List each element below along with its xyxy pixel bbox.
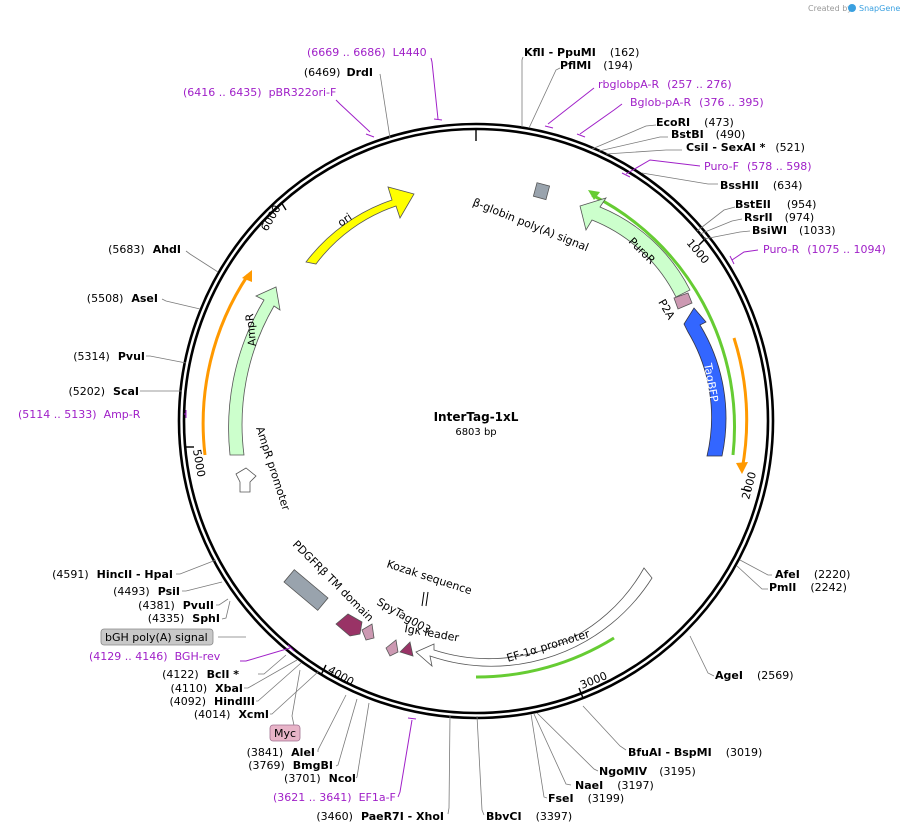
site-paer7i: (3460)PaeR7I - XhoI [316,810,444,823]
site-ngomiv: NgoMIV(3195) [599,765,696,778]
primer-l4440: (6669 .. 6686)L4440 [307,46,427,59]
left-site-leaders [140,73,451,815]
beta-globin-polya-label: β-globin poly(A) signal [471,196,591,254]
snapgene-logo-icon [848,4,856,12]
primer-puro-f: Puro-F(578 .. 598) [704,160,812,173]
ampr-label: AmpR [243,313,259,347]
site-ecori: EcoRI(473) [656,116,734,129]
ori-arrow [305,186,415,265]
site-hindiii: (4092)HindIII [169,695,255,708]
site-afei: AfeI(2220) [775,568,850,581]
site-naei: NaeI(3197) [575,779,654,792]
site-bfuai: BfuAI - BspMI(3019) [628,746,762,759]
site-bsiwi: BsiWI(1033) [752,224,836,237]
site-hincii: (4591)HincII - HpaI [52,568,173,581]
primer-pbr322ori-f: (6416 .. 6435)pBR322ori-F [183,86,336,99]
ef1a-promoter-label: EF-1α promoter [505,627,592,665]
site-bbvci: BbvCI(3397) [486,810,572,823]
spytag003-feature [361,623,375,641]
myc-label: Myc [274,727,296,740]
primer-puro-r: Puro-R(1075 .. 1094) [763,243,886,256]
site-drdi: (6469)DrdI [304,66,373,79]
beta-globin-polya-feature [532,182,551,201]
p2a-label: P2A [655,297,677,322]
puror-arrow [579,197,691,298]
ampr-arrow [228,286,281,456]
site-xbai: (4110)XbaI [171,682,243,695]
site-ahdi: (5683)AhdI [108,243,181,256]
site-agei: AgeI(2569) [715,669,794,682]
bgh-polya-box [100,628,214,646]
spytag-small-feature [385,639,399,657]
site-pflmi: PflMI(194) [560,59,633,72]
bgh-polya-label: bGH poly(A) signal [105,631,208,644]
site-alei: (3841)AleI [247,746,315,759]
tagbfp-arrow [683,307,727,457]
kozak-mark [421,591,425,607]
site-pvui: (5314)PvuI [73,350,145,363]
right-site-labels: KflI - PpuMI(162) PflMI(194) EcoRI(473) … [486,46,850,823]
left-site-labels: (6469)DrdI (5683)AhdI (5508)AseI (5314)P… [52,66,444,823]
site-bsshii: BssHII(634) [720,179,802,192]
tick-label-6000: 6000 [258,203,283,234]
site-bcli: (4122)BclI * [162,668,239,681]
ampr-promoter-arrow [235,467,257,493]
site-psii: (4493)PsiI [113,585,180,598]
primer-labels: (6669 .. 6686)L4440 (6416 .. 6435)pBR322… [18,46,886,804]
pdgfrb-arrow-head [335,613,363,637]
site-pvuii: (4381)PvuII [138,599,214,612]
credit-text: Created by [808,4,852,13]
site-sphi: (4335)SphI [148,612,220,625]
site-scai: (5202)ScaI [68,385,139,398]
site-bstbi: BstBI(490) [671,128,745,141]
pdgfrb-tm-feature [283,569,329,611]
site-csii: CsiI - SexAI *(521) [686,141,805,154]
backbone-outer [177,122,775,720]
site-pmli: PmlI(2242) [769,581,847,594]
myc-box [269,724,301,742]
primer-arcs [201,190,749,679]
igk-leader-feature [399,641,414,657]
tick-label-2000: 2000 [739,470,759,500]
primer-amp-r: (5114 .. 5133)Amp-R [18,408,141,421]
primer-leaders [184,57,759,798]
site-kfli: KflI - PpuMI(162) [524,46,639,59]
ampr-promoter-label: AmpR promoter [253,425,293,513]
ef1a-promoter-arrow [415,567,653,668]
kozak-label: Kozak sequence [385,557,474,597]
plasmid-size: 6803 bp [455,427,496,438]
credit-brand: SnapGene [859,4,900,13]
site-fsei: FseI(3199) [548,792,624,805]
primer-rbglobpa-r: rbglobpA-R(257 .. 276) [598,78,732,91]
plasmid-name: InterTag-1xL [434,410,519,424]
p2a-feature [673,292,693,310]
right-site-leaders [476,56,772,816]
primer-bgh-rev: (4129 .. 4146)BGH-rev [89,650,221,663]
site-asei: (5508)AseI [87,292,158,305]
site-bmgbi: (3769)BmgBI [248,759,333,772]
site-xcmi: (4014)XcmI [194,708,269,721]
primer-ef1a-f: (3621 .. 3641)EF1a-F [273,791,396,804]
site-ncoi: (3701)NcoI [284,772,356,785]
site-bsteii: BstEII(954) [735,198,816,211]
primer-bglob-pa-r: Bglob-pA-R(376 .. 395) [630,96,764,109]
tick-label-5000: 5000 [190,448,208,478]
site-rsrii: RsrII(974) [744,211,814,224]
